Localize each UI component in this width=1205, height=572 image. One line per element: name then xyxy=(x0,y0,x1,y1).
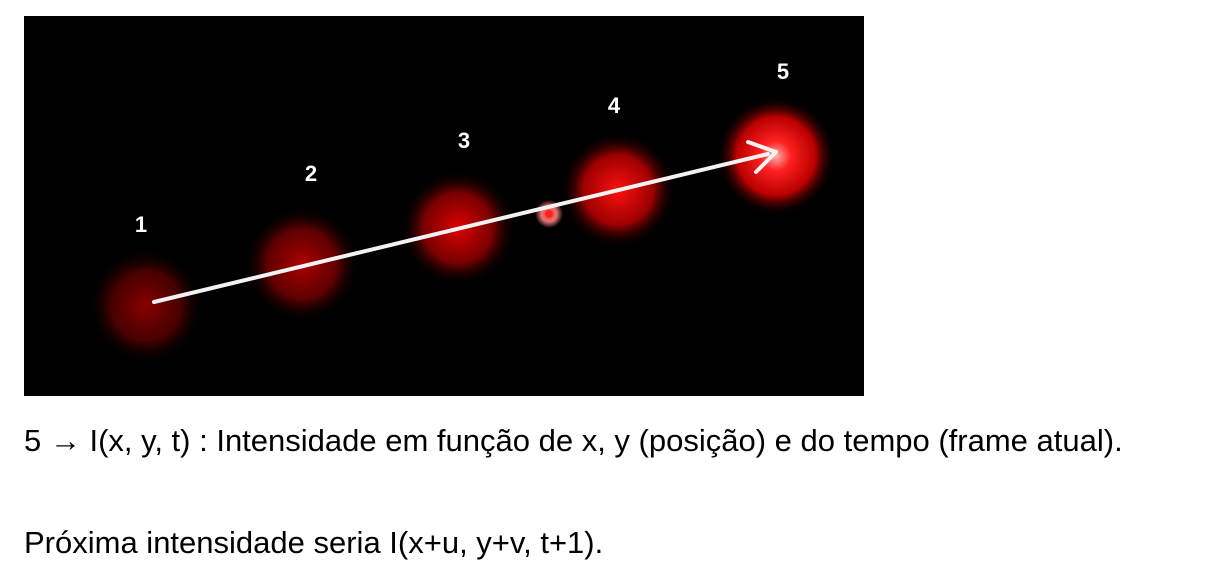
frame-4-label: 4 xyxy=(608,93,621,118)
frame-2-blob xyxy=(244,206,360,322)
motion-diagram: 1 2 3 4 5 xyxy=(24,16,864,396)
intermediate-dot-core xyxy=(545,210,553,218)
frame-3-label: 3 xyxy=(458,128,470,153)
frame-1-label: 1 xyxy=(135,212,147,237)
frame-1-blob xyxy=(88,248,204,364)
frame-5-blob xyxy=(716,96,836,216)
caption-intensity-definition: 5 → I(x, y, t) : Intensidade em função d… xyxy=(24,423,1123,458)
frame-5-label: 5 xyxy=(777,59,789,84)
frame-2-label: 2 xyxy=(305,161,317,186)
motion-arrow xyxy=(152,140,778,304)
motion-diagram-svg: 1 2 3 4 5 xyxy=(88,59,836,364)
caption-next-intensity: Próxima intensidade seria I(x+u, y+v, t+… xyxy=(24,525,604,560)
